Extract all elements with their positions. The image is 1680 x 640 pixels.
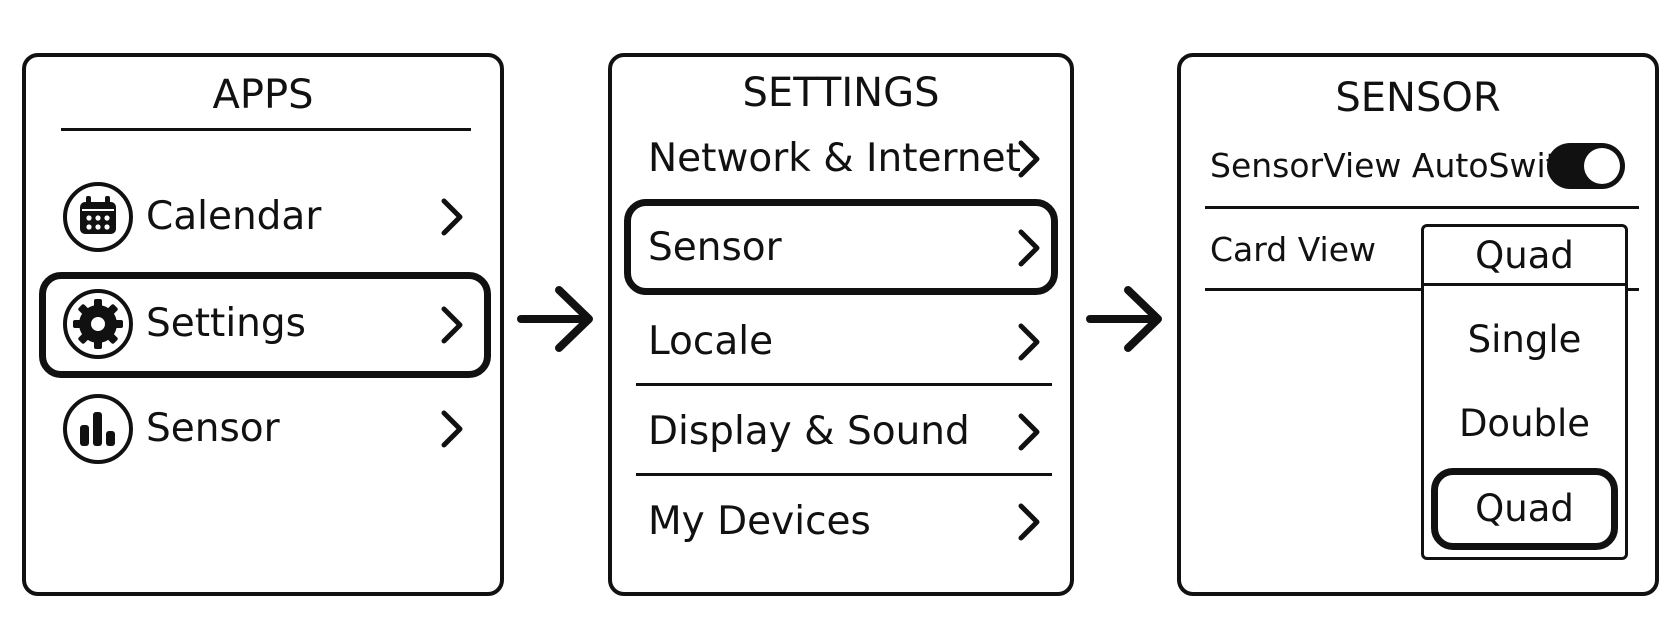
chevron-right-icon [1018, 413, 1040, 451]
sensor-divider [1205, 206, 1639, 209]
sensor-title: SENSOR [1335, 75, 1501, 121]
card-view-dropdown[interactable]: Quad Single Double Quad [1421, 224, 1628, 560]
dropdown-option-single[interactable]: Single [1467, 318, 1582, 361]
autoswitch-label: SensorView AutoSwitch [1210, 146, 1598, 185]
selection-highlight [39, 272, 491, 378]
arrow-right-icon [517, 286, 593, 352]
settings-item-label: Network & Internet [648, 136, 1021, 181]
settings-divider [636, 383, 1052, 386]
dropdown-option-double[interactable]: Double [1458, 402, 1591, 445]
toggle-knob [1584, 148, 1620, 184]
settings-item-display-sound[interactable]: Display & Sound [612, 397, 1070, 467]
settings-item-my-devices[interactable]: My Devices [612, 487, 1070, 557]
apps-title-divider [61, 128, 471, 131]
settings-title: SETTINGS [742, 70, 940, 116]
chevron-right-icon [1018, 323, 1040, 361]
chevron-right-icon [1018, 229, 1040, 267]
apps-panel: APPS Calendar [22, 53, 504, 596]
dropdown-current-value: Quad [1475, 234, 1574, 277]
chevron-right-icon [441, 198, 463, 236]
settings-item-label: My Devices [648, 499, 871, 544]
chevron-right-icon [1018, 503, 1040, 541]
dropdown-divider [1424, 283, 1625, 286]
dropdown-option-quad[interactable]: Quad [1431, 468, 1618, 550]
card-view-label: Card View [1210, 230, 1376, 269]
settings-item-label: Sensor [648, 225, 782, 270]
settings-item-network[interactable]: Network & Internet [612, 129, 1070, 193]
apps-item-sensor[interactable]: Sensor [26, 387, 500, 487]
apps-item-label: Calendar [146, 194, 322, 239]
settings-panel: SETTINGS Network & Internet Sensor Local… [608, 53, 1074, 596]
sensor-panel: SENSOR SensorView AutoSwitch Card View Q… [1177, 53, 1659, 596]
bar-chart-icon [63, 394, 133, 464]
apps-item-calendar[interactable]: Calendar [26, 167, 500, 267]
chevron-right-icon [441, 410, 463, 448]
settings-item-sensor[interactable]: Sensor [612, 199, 1070, 299]
apps-item-label: Settings [146, 301, 306, 346]
apps-item-settings[interactable]: Settings [26, 272, 500, 382]
settings-item-label: Locale [648, 319, 774, 364]
selection-highlight [624, 199, 1058, 295]
gear-icon [63, 289, 133, 359]
settings-item-locale[interactable]: Locale [612, 307, 1070, 377]
apps-item-label: Sensor [146, 406, 280, 451]
settings-item-label: Display & Sound [648, 409, 970, 454]
arrow-right-icon [1086, 286, 1162, 352]
apps-title: APPS [212, 72, 314, 118]
calendar-icon [63, 182, 133, 252]
settings-divider [636, 473, 1052, 476]
dropdown-option-label: Quad [1475, 487, 1574, 530]
autoswitch-toggle[interactable] [1547, 143, 1625, 189]
chevron-right-icon [1018, 140, 1040, 178]
chevron-right-icon [441, 306, 463, 344]
